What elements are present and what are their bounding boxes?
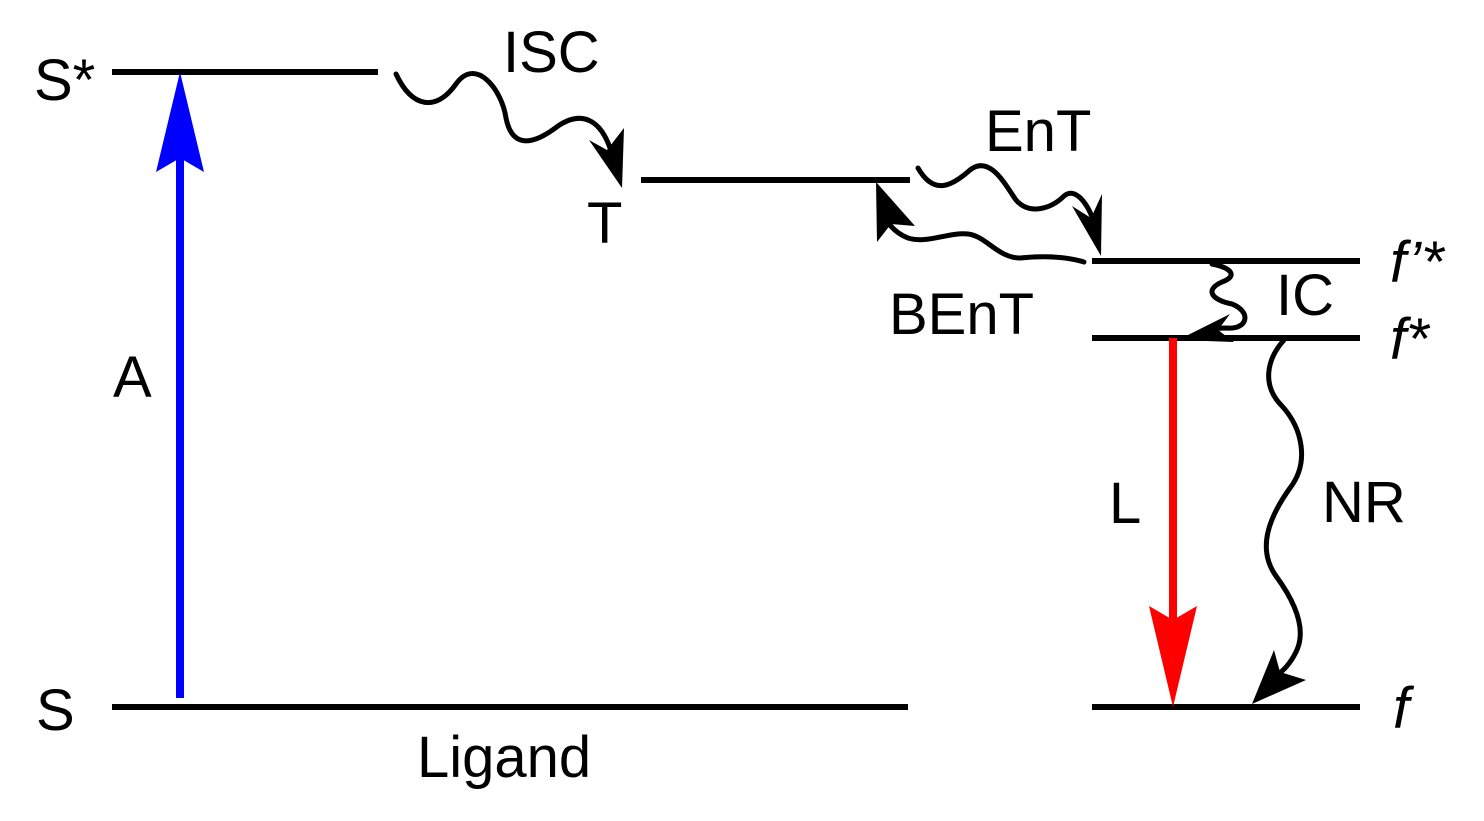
label-bent: BEnT — [889, 282, 1034, 347]
label-ligand: Ligand — [417, 725, 591, 790]
label-t: T — [587, 191, 622, 256]
bent-wavy-arrow — [879, 207, 1087, 265]
isc-arrow-head — [589, 128, 624, 188]
absorption-arrow-head — [156, 72, 204, 172]
isc-wavy-arrow — [393, 71, 617, 165]
nr-wavy-arrow — [1263, 337, 1305, 679]
label-nonradiative: NR — [1322, 470, 1406, 535]
label-f-prime-star: f’* — [1390, 230, 1446, 295]
label-s: S — [36, 678, 75, 743]
label-f-star: f* — [1390, 307, 1431, 372]
ent-wavy-arrow — [915, 163, 1099, 235]
ent-arrow-head — [1072, 194, 1102, 256]
label-isc: ISC — [503, 20, 600, 85]
label-luminescence: L — [1109, 471, 1141, 536]
ic-arrow-head — [1178, 314, 1234, 342]
label-absorption: A — [113, 345, 152, 410]
label-f: f — [1393, 676, 1415, 741]
label-ic: IC — [1276, 263, 1334, 328]
nr-arrow-head — [1252, 650, 1306, 704]
bent-arrow-head — [876, 182, 915, 242]
label-ent: EnT — [985, 99, 1091, 164]
label-s-star: S* — [34, 48, 95, 113]
luminescence-arrow-head — [1149, 606, 1197, 707]
